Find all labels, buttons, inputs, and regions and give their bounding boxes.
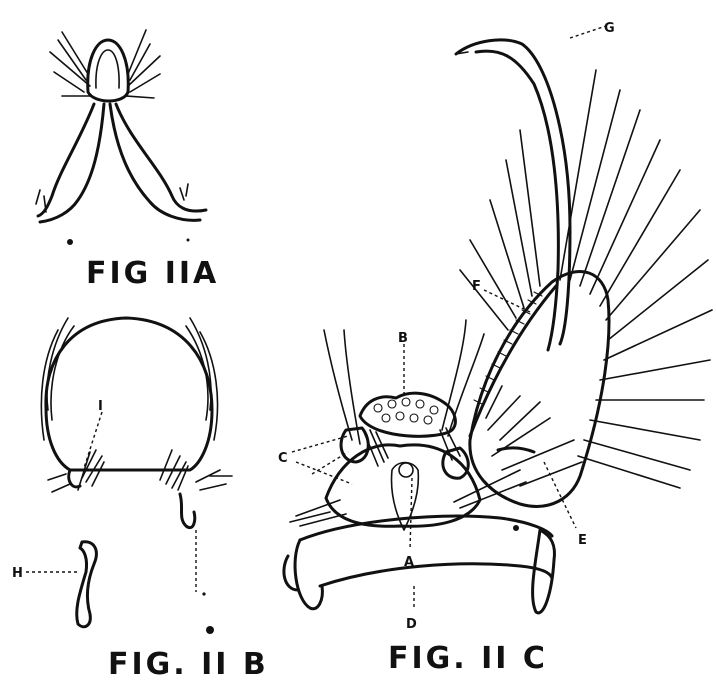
figure-2c-caption: FIG. II C xyxy=(388,641,548,676)
label-a: A xyxy=(404,555,414,570)
figure-2b-drawing xyxy=(41,318,232,634)
figure-2b-caption: FIG. II B xyxy=(108,647,269,682)
label-e: E xyxy=(578,533,587,548)
figure-2a-drawing xyxy=(36,30,206,245)
label-d: D xyxy=(406,617,417,632)
label-e-leader xyxy=(544,462,576,528)
label-b: B xyxy=(398,331,408,346)
label-g: G xyxy=(604,21,615,36)
label-i: I xyxy=(98,399,103,414)
label-c: C xyxy=(278,451,288,466)
label-h: H xyxy=(12,566,23,581)
label-c-leader xyxy=(292,436,352,484)
figure-2a-caption: FIG IIA xyxy=(86,256,219,291)
figure-2c-drawing xyxy=(284,40,712,613)
label-f: F xyxy=(472,279,481,294)
label-g-leader xyxy=(570,26,606,38)
